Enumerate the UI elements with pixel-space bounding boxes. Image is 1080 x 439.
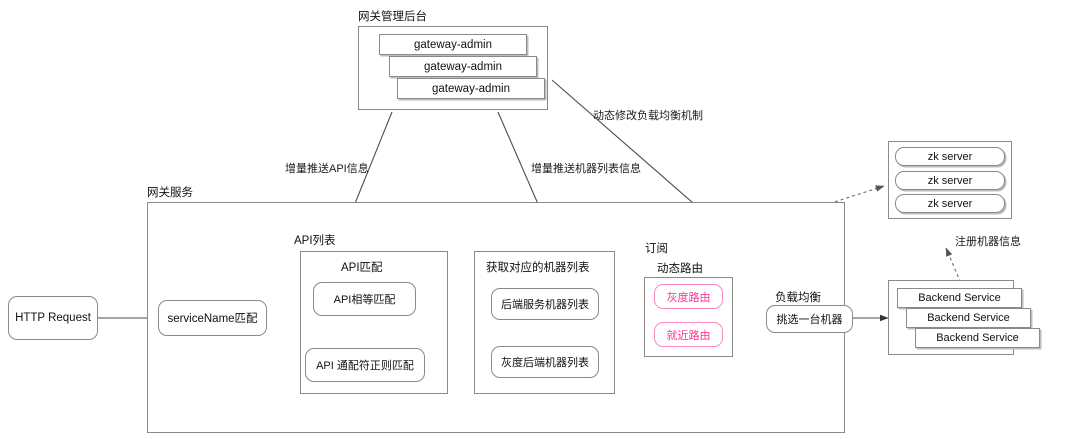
pick-one-machine-node[interactable]: 挑选一台机器 bbox=[766, 305, 853, 333]
gateway-admin-node-3[interactable]: gateway-admin bbox=[397, 78, 545, 99]
backend-service-node-1[interactable]: Backend Service bbox=[897, 288, 1022, 308]
edge-label-register-machine: 注册机器信息 bbox=[955, 236, 1021, 248]
gray-route-node[interactable]: 灰度路由 bbox=[654, 284, 723, 309]
backend-machine-list-node[interactable]: 后端服务机器列表 bbox=[491, 288, 599, 320]
edge-label-push-api: 增量推送API信息 bbox=[285, 163, 369, 175]
api-list-label: API列表 bbox=[294, 235, 336, 247]
dynamic-route-title: 动态路由 bbox=[657, 263, 703, 275]
nearest-route-node[interactable]: 就近路由 bbox=[654, 322, 723, 347]
machine-list-title: 获取对应的机器列表 bbox=[486, 262, 590, 274]
admin-container-label: 网关管理后台 bbox=[358, 11, 427, 23]
edge-label-push-machine-list: 增量推送机器列表信息 bbox=[531, 163, 641, 175]
gray-backend-machine-list-node[interactable]: 灰度后端机器列表 bbox=[491, 346, 599, 378]
api-match-title: API匹配 bbox=[341, 262, 383, 274]
load-balance-label: 负载均衡 bbox=[775, 292, 821, 304]
subscribe-label: 订阅 bbox=[645, 243, 668, 255]
http-request-node[interactable]: HTTP Request bbox=[8, 296, 98, 340]
api-equal-match-node[interactable]: API相等匹配 bbox=[313, 282, 416, 316]
gateway-admin-node-2[interactable]: gateway-admin bbox=[389, 56, 537, 77]
backend-service-node-2[interactable]: Backend Service bbox=[906, 308, 1031, 328]
edge-label-modify-lb: 动态修改负载均衡机制 bbox=[593, 110, 703, 122]
gateway-service-label: 网关服务 bbox=[147, 187, 193, 199]
zk-server-node-3[interactable]: zk server bbox=[895, 194, 1005, 213]
service-name-match-node[interactable]: serviceName匹配 bbox=[158, 300, 267, 336]
backend-service-node-3[interactable]: Backend Service bbox=[915, 328, 1040, 348]
gateway-admin-node-1[interactable]: gateway-admin bbox=[379, 34, 527, 55]
zk-server-node-1[interactable]: zk server bbox=[895, 147, 1005, 166]
zk-server-node-2[interactable]: zk server bbox=[895, 171, 1005, 190]
api-wildcard-match-node[interactable]: API 通配符正则匹配 bbox=[305, 348, 425, 382]
